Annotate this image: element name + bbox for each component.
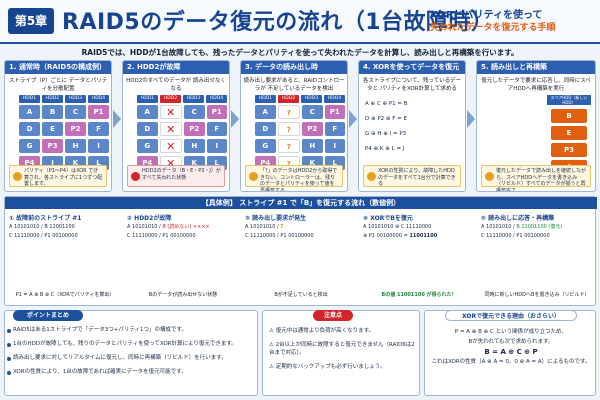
step-1-desc: ストライプ（P）ごとに データとパリティを分散配置: [8, 78, 108, 92]
step-4-panel: 4. XORを使ってデータを復元 各ストライプについて、残っているデータと パリ…: [358, 60, 466, 192]
caution-list: ⚠ 復元中は通常より負荷が高くなります。 ⚠ 2台以上が同時に故障すると復元でき…: [269, 328, 415, 370]
lightbulb-icon: [13, 172, 22, 181]
example-stage-2: ② HDD2が故障 A 10101010 / B (読めない) ××××C 11…: [127, 215, 218, 298]
step-2-desc: HDD2のすべてのデータが 読み出せなくなる: [126, 78, 226, 92]
step-3-desc: 読み出し要求があると、RAIDコントローラが 不足しているデータを検出: [243, 78, 345, 92]
step-5-note: 復元したデータで読み出しを継続しながら、スペアHDDへデータを書き込み（リビルド…: [481, 165, 591, 191]
spare-hdd-label: スペアHDD（新しいHDD）: [547, 95, 591, 105]
example-header: 【具体例】 ストライプ #1 で「B」を復元する流れ（数値例）: [5, 197, 597, 209]
subtitle-line-1: XORとパリティを使って: [430, 10, 543, 21]
intro-text: RAID5では、HDDが1台故障しても、残ったデータとパリティを使って失われたデ…: [81, 48, 519, 57]
points-panel: ポイントまとめ RAID5はある1ストライプで「データ3つ+パリティ1つ」の構成…: [4, 310, 258, 396]
chapter-badge: 第5章: [8, 8, 54, 34]
points-title: ポイントまとめ: [13, 310, 83, 321]
step-3-note: 「?」のデータはHDD2から取得できない。コントローラーは、残りのデータとパリテ…: [245, 165, 343, 191]
caution-title: 注意点: [313, 310, 353, 321]
step-1-panel: 1. 通常時（RAID5の構成例） ストライプ（P）ごとに データとパリティを分…: [4, 60, 112, 192]
warning-icon: [131, 172, 140, 181]
arrow-right-icon: [349, 110, 357, 128]
lightbulb-icon: [485, 172, 494, 181]
step-4-note: XORの性質により、故障したHDDのデータをすべて1台分で計算できる: [363, 165, 461, 187]
header-bar: 第5章 RAID5のデータ復元の流れ（1台故障時） XORとパリティを使って 失…: [0, 0, 600, 44]
why-panel: XORで復元できる理由（おさらい） P = A ⊕ B ⊕ C という関係が成り…: [424, 310, 596, 396]
arrow-right-icon: [113, 110, 121, 128]
formula-row: P4 ⊕ K ⊕ L = J: [365, 146, 405, 152]
example-stage-4: ④ XORでBを復元 A 10101010 ⊕ C 11110000⊕ P1 0…: [363, 215, 457, 298]
step-4-formulas: A ⊕ C ⊕ P1 = B D ⊕ P2 ⊕ F = E G ⊕ H ⊕ I …: [365, 97, 461, 157]
step-4-desc: 各ストライプについて、残っているデータと パリティをXOR計算して求める: [362, 78, 462, 92]
example-stage-3: ③ 読み出し要求が発生 A 10101010 / ?C 11110000 / P…: [245, 215, 328, 298]
lightbulb-icon: [249, 172, 258, 181]
point-item: RAID5はある1ストライプで「データ3つ+パリティ1つ」の構成です。: [7, 327, 187, 333]
arrow-right-icon: [467, 110, 475, 128]
step-3-panel: 3. データの読み出し時 読み出し要求があると、RAIDコントローラが 不足して…: [240, 60, 348, 192]
why-body: P = A ⊕ B ⊕ C という関係が成り立つため、 Bが失われても次で求めら…: [431, 329, 591, 365]
formula-row: A ⊕ C ⊕ P1 = B: [365, 101, 408, 107]
example-stage-5: ⑤ 読み出しに応答・再構築 A 10101010 / B 11001100 (復…: [481, 215, 590, 298]
step-2-note: HDD2のデータ（B・E・P3・J）が すべて失われた状態: [127, 165, 225, 187]
formula-row: G ⊕ H ⊕ I = P3: [365, 131, 407, 137]
arrow-right-icon: [231, 110, 239, 128]
point-item: 1台のHDDが故障しても、残りのデータとパリティを使ってXOR計算により復元でき…: [7, 341, 237, 347]
example-panel: 【具体例】 ストライプ #1 で「B」を復元する流れ（数値例） ① 故障前のスト…: [4, 196, 597, 306]
step-4-header: 4. XORを使ってデータを復元: [359, 61, 465, 74]
why-title: XORで復元できる理由（おさらい）: [445, 310, 577, 321]
lightbulb-icon: [367, 172, 376, 181]
step-5-panel: 5. 読み出しと再構築 復元したデータで要求に応答し、同時にスペアHDDへ再構築…: [476, 60, 596, 192]
page-title: RAID5のデータ復元の流れ（1台故障時）: [62, 10, 494, 35]
point-item: 読み出し要求に対してリアルタイムに復元し、同時に再構築（リビルド）を行います。: [7, 355, 227, 361]
subtitle-line-2: 失われたデータを復元する手順: [430, 23, 556, 33]
step-2-header: 2. HDD2が故障: [123, 61, 229, 74]
step-3-header: 3. データの読み出し時: [241, 61, 347, 74]
point-item: XORの性質により、1台の故障であれば確実にデータを復元可能です。: [7, 369, 187, 375]
step-1-header: 1. 通常時（RAID5の構成例）: [5, 61, 111, 74]
step-1-note: パリティ（P1〜P4）はXOR で計算され、各ストライプに1つずつ配置します。: [9, 165, 107, 187]
formula-row: D ⊕ P2 ⊕ F = E: [365, 116, 408, 122]
caution-panel: 注意点 ⚠ 復元中は通常より負荷が高くなります。 ⚠ 2台以上が同時に故障すると…: [262, 310, 420, 396]
step-5-desc: 復元したデータで要求に応答し、同時にスペアHDDへ再構築を実行: [481, 78, 591, 92]
step-5-header: 5. 読み出しと再構築: [477, 61, 595, 74]
